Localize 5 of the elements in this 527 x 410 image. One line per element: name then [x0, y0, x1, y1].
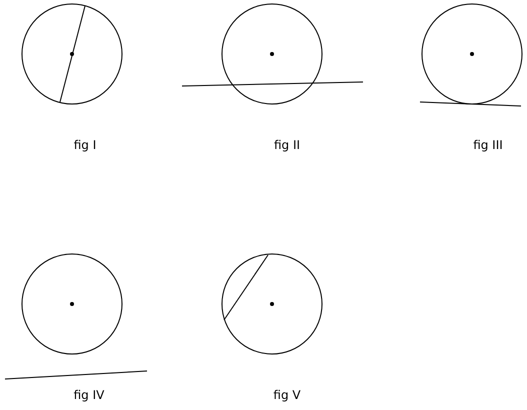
figure-caption: fig II: [274, 138, 300, 152]
figure-caption: fig III: [473, 138, 503, 152]
figure-caption: fig IV: [74, 388, 104, 402]
figure-caption: fig I: [74, 138, 96, 152]
figure-caption: fig V: [273, 388, 301, 402]
